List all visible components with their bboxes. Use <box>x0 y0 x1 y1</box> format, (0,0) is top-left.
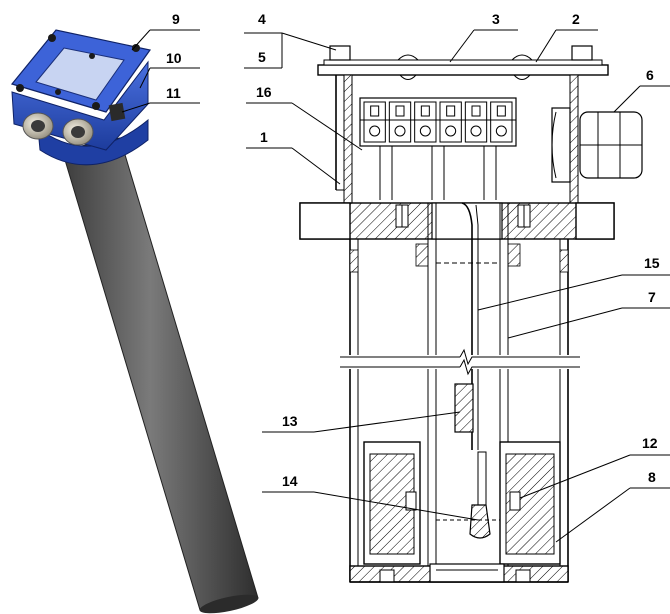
callout-12: 12 <box>642 435 658 451</box>
lid-screw-icon <box>92 102 100 110</box>
callout-labels: 9 10 11 4 5 3 2 6 16 1 15 7 13 12 8 14 <box>166 11 660 489</box>
callout-9: 9 <box>172 11 180 27</box>
break-line <box>340 348 580 376</box>
callout-15: 15 <box>644 255 660 271</box>
lid-recess <box>35 47 125 101</box>
callout-13: 13 <box>282 413 298 429</box>
callout-10: 10 <box>166 50 182 66</box>
callout-8: 8 <box>648 469 656 485</box>
lid-screw-icon <box>89 53 95 59</box>
leader-lines <box>121 29 670 543</box>
float-magnet-left <box>363 441 421 565</box>
terminal-screw-icon <box>495 125 507 137</box>
lid-screw-icon <box>55 89 61 95</box>
callout-16: 16 <box>256 84 272 100</box>
terminal-clamp <box>471 105 481 117</box>
lid-screw-icon <box>16 84 24 92</box>
callout-11: 11 <box>166 85 181 101</box>
cable-gland-icon <box>62 118 94 146</box>
cable-gland-icon <box>22 112 54 140</box>
terminal-clamp <box>420 105 430 117</box>
callout-14: 14 <box>282 473 298 489</box>
lid-bolt <box>396 54 420 61</box>
terminal-screw-icon <box>445 125 457 137</box>
lid-bolt <box>510 54 534 61</box>
terminal-screw-icon <box>369 125 381 137</box>
sensor-tube <box>61 137 259 611</box>
damper <box>469 504 491 539</box>
terminal-clamp <box>370 105 380 117</box>
callout-3: 3 <box>492 11 500 27</box>
lid-bolt <box>571 45 593 61</box>
terminal-clamp <box>446 105 456 117</box>
terminal-screw-icon <box>419 125 431 137</box>
terminal-screw-icon <box>470 125 482 137</box>
lid-screw-icon <box>132 44 140 52</box>
waveguide-rod <box>461 202 473 356</box>
callout-6: 6 <box>646 67 654 83</box>
sensor-element <box>454 383 474 433</box>
callout-4: 4 <box>258 11 266 27</box>
side-connector <box>108 102 126 122</box>
callout-7: 7 <box>648 289 656 305</box>
lid-screw-icon <box>48 34 56 42</box>
terminal-block <box>359 97 517 147</box>
callout-2: 2 <box>572 11 580 27</box>
tube-end-cap <box>199 594 259 614</box>
float-magnet-right <box>499 441 561 565</box>
cable-gland-section <box>551 107 643 183</box>
box-wall-right <box>569 74 579 204</box>
lid-plate <box>317 64 609 76</box>
sensor-section-view <box>299 45 643 583</box>
sensor-3d-view <box>10 29 259 614</box>
callout-1: 1 <box>260 129 268 145</box>
terminal-clamp <box>395 105 405 117</box>
lid-bolt <box>329 45 351 61</box>
terminal-screw-icon <box>394 125 406 137</box>
terminal-clamp <box>496 105 506 117</box>
callout-5: 5 <box>258 49 266 65</box>
